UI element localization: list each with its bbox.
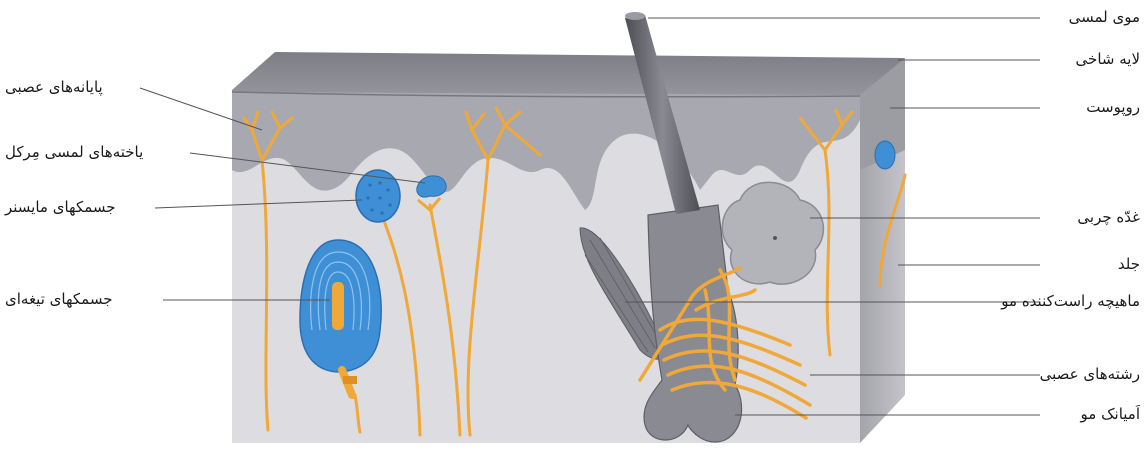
label-nerve-fibers: رشته‌های عصبی	[1010, 365, 1140, 383]
side-receptor	[875, 141, 895, 169]
label-epidermis: روپوست	[1040, 98, 1140, 116]
label-nerve-endings: پایانه‌های عصبی	[5, 78, 140, 96]
label-hair-follicle: اَمیانک مو	[1040, 405, 1140, 423]
label-merkel-cells: یاخته‌های لمسی مِرکل	[5, 143, 190, 161]
label-arrector-muscle: ماهیچه راست‌کننده مو	[960, 292, 1140, 310]
label-pacinian-corpuscles: جسمکهای تیغه‌ای	[5, 290, 163, 308]
label-horny-layer: لایه شاخی	[1040, 50, 1140, 68]
label-meissner-corpuscles: جسمکهای مایسنر	[5, 198, 155, 216]
label-dermis: جلد	[1040, 255, 1140, 273]
meissner-corpuscle	[356, 170, 400, 222]
label-sebaceous-gland: غدّه چربی	[1040, 208, 1140, 226]
label-tactile-hair: موی لمسی	[1040, 8, 1140, 26]
